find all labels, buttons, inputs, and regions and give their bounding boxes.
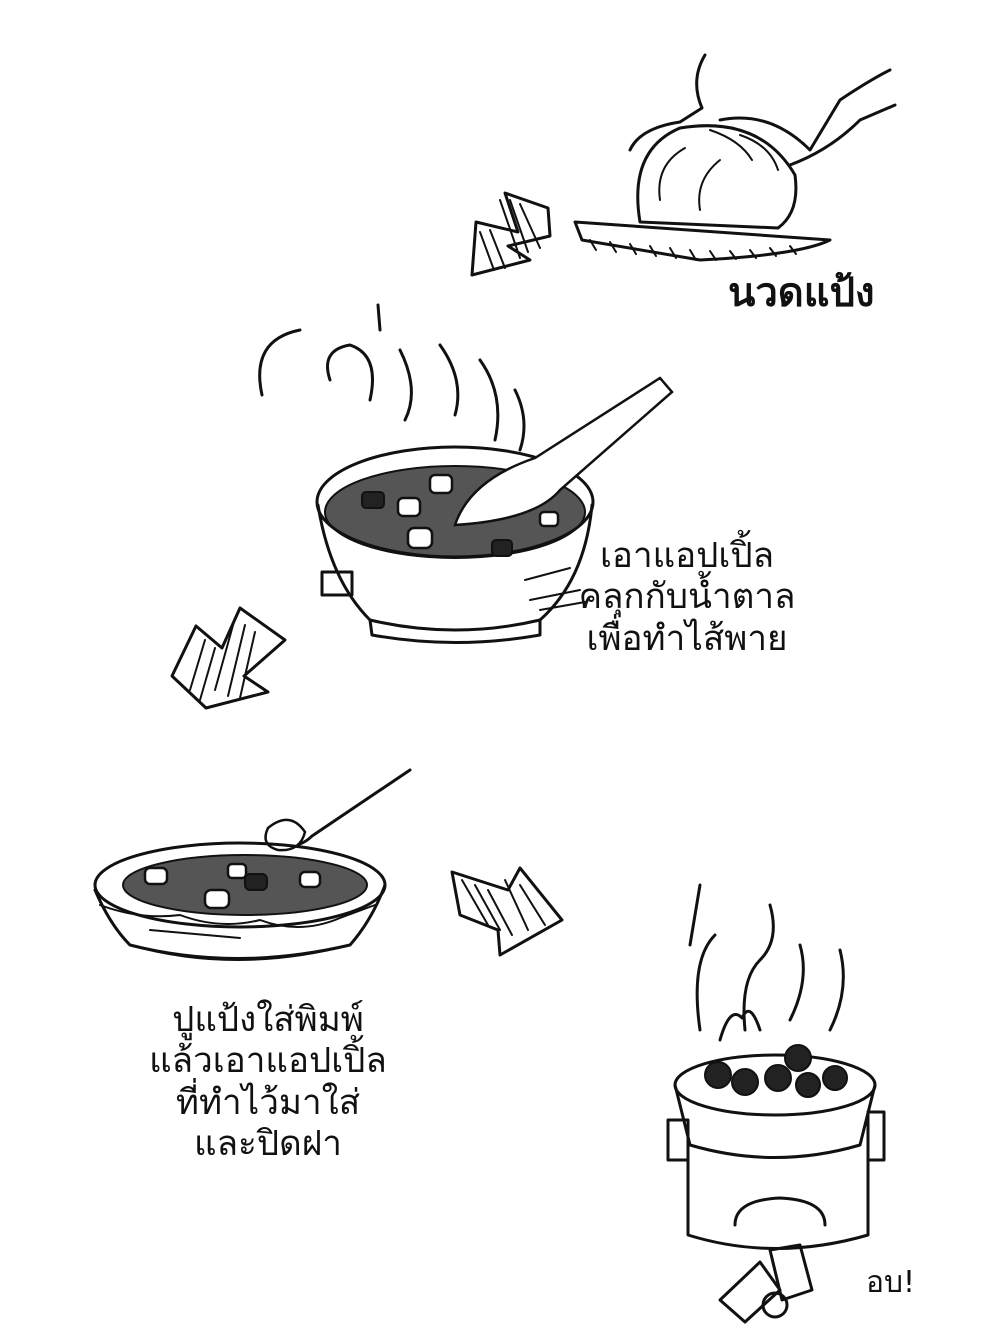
striped-arrow-icon <box>470 191 552 277</box>
hands-kneading-dough-icon <box>573 53 897 262</box>
step-2-label: เอาแอปเปิ้ล คลุกกับน้ำตาล เพื่อทำไส้พาย <box>578 536 796 659</box>
step-3-label: ปูแป้งใส่พิมพ์ แล้วเอาแอปเปิ้ล ที่ทำไว้ม… <box>149 1000 387 1164</box>
step-1-label: นวดแป้ง <box>728 270 875 316</box>
striped-arrow-icon <box>450 866 564 957</box>
baking-stove-icon <box>666 883 886 1324</box>
pan-stirring-apples-icon <box>258 303 674 644</box>
step-4-label: อบ! <box>866 1265 916 1300</box>
striped-arrow-icon <box>170 606 287 710</box>
pie-dish-filling-icon <box>93 768 412 961</box>
